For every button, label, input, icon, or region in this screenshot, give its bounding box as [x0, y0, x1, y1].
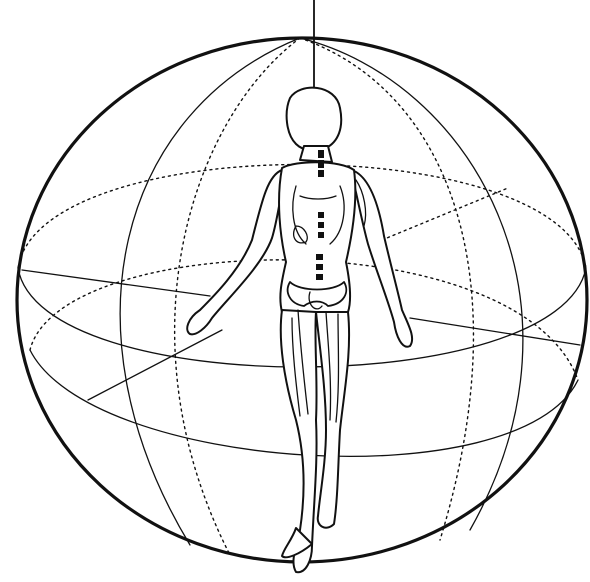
axis-line-right-diagonal-dotted: [382, 188, 508, 240]
spine-segment: [316, 254, 323, 260]
spine-segment: [318, 222, 324, 228]
figure-head: [287, 88, 342, 151]
figure-right-leg: [316, 312, 349, 528]
spine-segment: [318, 170, 324, 177]
spine-segment: [318, 150, 324, 158]
figure-neck: [300, 146, 332, 162]
spine-segment: [316, 264, 323, 270]
spine-segment: [316, 274, 323, 280]
figure-right-arm: [352, 170, 412, 347]
axis-line-left-horizontal: [22, 270, 210, 296]
figure-left-arm: [187, 170, 284, 334]
meridian-left: [120, 38, 300, 545]
spine-segment: [318, 232, 324, 238]
spine-segment: [318, 160, 324, 168]
spine-segment: [318, 212, 324, 218]
